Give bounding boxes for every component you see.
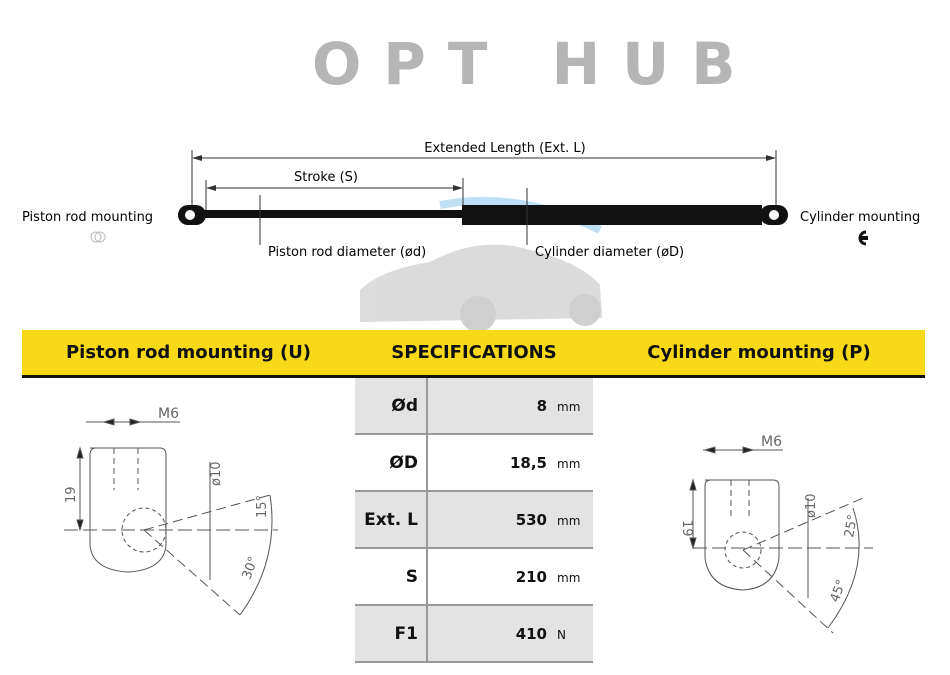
height-label: 19 xyxy=(64,486,79,503)
diameter-label: ø10 xyxy=(804,494,819,519)
spec-unit: mm xyxy=(557,456,581,471)
spec-unit: N xyxy=(557,627,566,642)
table-row: Ext. L 530 mm xyxy=(355,491,593,549)
spec-value: 410 xyxy=(515,624,547,643)
spec-value: 8 xyxy=(536,396,547,415)
angle-small-label: 15° xyxy=(255,495,270,518)
table-row: S 210 mm xyxy=(355,548,593,606)
rod-diameter-label: Piston rod diameter (ød) xyxy=(268,245,426,260)
spec-value: 210 xyxy=(515,567,547,586)
angle-large-label: 45° xyxy=(828,578,850,605)
spec-label: F1 xyxy=(355,605,428,663)
table-row: F1 410 N xyxy=(355,605,593,663)
thread-label: M6 xyxy=(761,434,782,450)
specifications-table: Ød 8 mm ØD 18,5 mm Ext. L 530 mm S 210 mm F1 410 N xyxy=(355,378,593,663)
piston-rod-mounting-label: Piston rod mounting xyxy=(22,210,153,225)
spec-label: Ød xyxy=(355,378,428,435)
piston-rod-mount-drawing: M6 19 ø10 15° 30° xyxy=(22,378,355,650)
spec-unit: mm xyxy=(557,513,581,528)
cylinder-mounting-label: Cylinder mounting xyxy=(800,210,920,225)
rod-mount-icon xyxy=(90,231,106,243)
spec-unit: mm xyxy=(557,399,581,414)
spec-value: 530 xyxy=(515,510,547,529)
angle-large-label: 30° xyxy=(240,555,262,582)
watermark: OPT HUB xyxy=(312,30,758,98)
cylinder-body xyxy=(462,205,762,225)
cylinder-mount-icon xyxy=(858,230,868,246)
spec-value: 18,5 xyxy=(509,453,547,472)
ext-length-label: Extended Length (Ext. L) xyxy=(424,141,586,156)
height-label: 19 xyxy=(679,520,694,537)
header-cylinder-mounting: Cylinder mounting (P) xyxy=(593,330,925,378)
thread-label: M6 xyxy=(158,406,179,422)
cylinder-mount-drawing: M6 19 ø10 25° 45° xyxy=(593,378,925,650)
table-row: Ød 8 mm xyxy=(355,378,593,435)
spec-label: S xyxy=(355,548,428,606)
piston-rod xyxy=(195,210,465,218)
spec-unit: mm xyxy=(557,570,581,585)
cylinder-diameter-label: Cylinder diameter (øD) xyxy=(535,245,684,260)
header-piston-rod-mounting: Piston rod mounting (U) xyxy=(22,330,355,378)
angle-small-label: 25° xyxy=(842,513,861,538)
header-specifications: SPECIFICATIONS xyxy=(355,330,593,378)
spec-label: ØD xyxy=(355,434,428,492)
gas-spring-svg: Extended Length (Ext. L) Stroke (S) Pist… xyxy=(22,141,920,330)
diameter-label: ø10 xyxy=(209,462,224,487)
spec-label: Ext. L xyxy=(355,491,428,549)
table-row: ØD 18,5 mm xyxy=(355,434,593,492)
stroke-label: Stroke (S) xyxy=(294,170,358,185)
